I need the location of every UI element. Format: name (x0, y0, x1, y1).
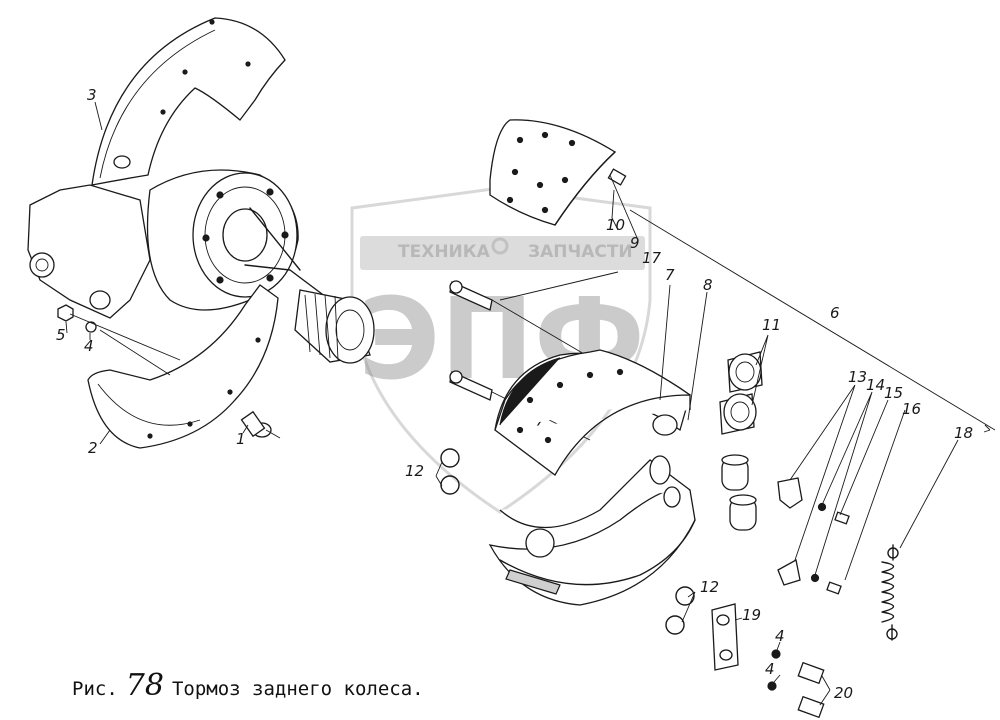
part-19-plate (711, 603, 739, 671)
caption-title: Тормоз заднего колеса. (171, 678, 424, 700)
callout-18: 18 (954, 424, 973, 442)
part-20-bolts (767, 649, 825, 719)
callout-labels: 3 5 4 2 1 12 10 9 17 7 8 6 11 13 14 15 1… (56, 86, 973, 702)
rollers (721, 454, 757, 531)
callout-15: 15 (884, 384, 903, 402)
part-3-upper-shield (91, 17, 286, 186)
callout-4-left: 4 (84, 337, 94, 355)
part-11-bushings (719, 351, 763, 435)
caption-prefix: Рис. (72, 678, 118, 700)
brake-shoe-lower (488, 455, 696, 606)
callout-5: 5 (56, 326, 66, 344)
callout-14: 14 (866, 376, 885, 394)
part-18-spring (881, 544, 899, 641)
callout-13: 13 (848, 368, 867, 386)
figure-number: 78 (125, 668, 164, 703)
watermark-text-right: ЗАПЧАСТИ (528, 242, 633, 262)
callout-19: 19 (742, 606, 761, 624)
gear-icon (491, 237, 509, 255)
callout-17: 17 (642, 249, 662, 267)
part-17-pins (449, 280, 621, 441)
figure-caption: Рис. 78 Тормоз заднего колеса. (72, 668, 424, 703)
leader-lines (65, 101, 996, 706)
callout-1: 1 (236, 430, 246, 448)
parts-fasteners-left (57, 304, 281, 439)
callout-11: 11 (762, 316, 781, 334)
watermark-logo: ТЕХНИКА ЗАПЧАСТИ ЭПФ (350, 186, 652, 514)
callout-8: 8 (703, 276, 713, 294)
callout-16: 16 (902, 400, 921, 418)
callout-12-left: 12 (405, 462, 424, 480)
axle-housing (27, 169, 331, 319)
callout-4-mid: 4 (775, 627, 785, 645)
brake-shoe-upper (494, 349, 691, 476)
callout-7: 7 (665, 266, 675, 284)
part-2-lower-shield (87, 284, 279, 449)
callout-12-right: 12 (700, 578, 719, 596)
watermark-text-left: ТЕХНИКА (398, 242, 491, 262)
splined-sleeve (294, 289, 375, 364)
callout-3: 3 (87, 86, 97, 104)
part-9-lining-pad (489, 119, 627, 226)
callout-9: 9 (630, 234, 640, 252)
callout-6: 6 (830, 304, 840, 322)
callout-2: 2 (88, 439, 98, 457)
callout-4-low: 4 (765, 660, 775, 678)
parts-13-16-hardware (777, 477, 850, 595)
callout-20: 20 (834, 684, 853, 702)
callout-10: 10 (606, 216, 625, 234)
